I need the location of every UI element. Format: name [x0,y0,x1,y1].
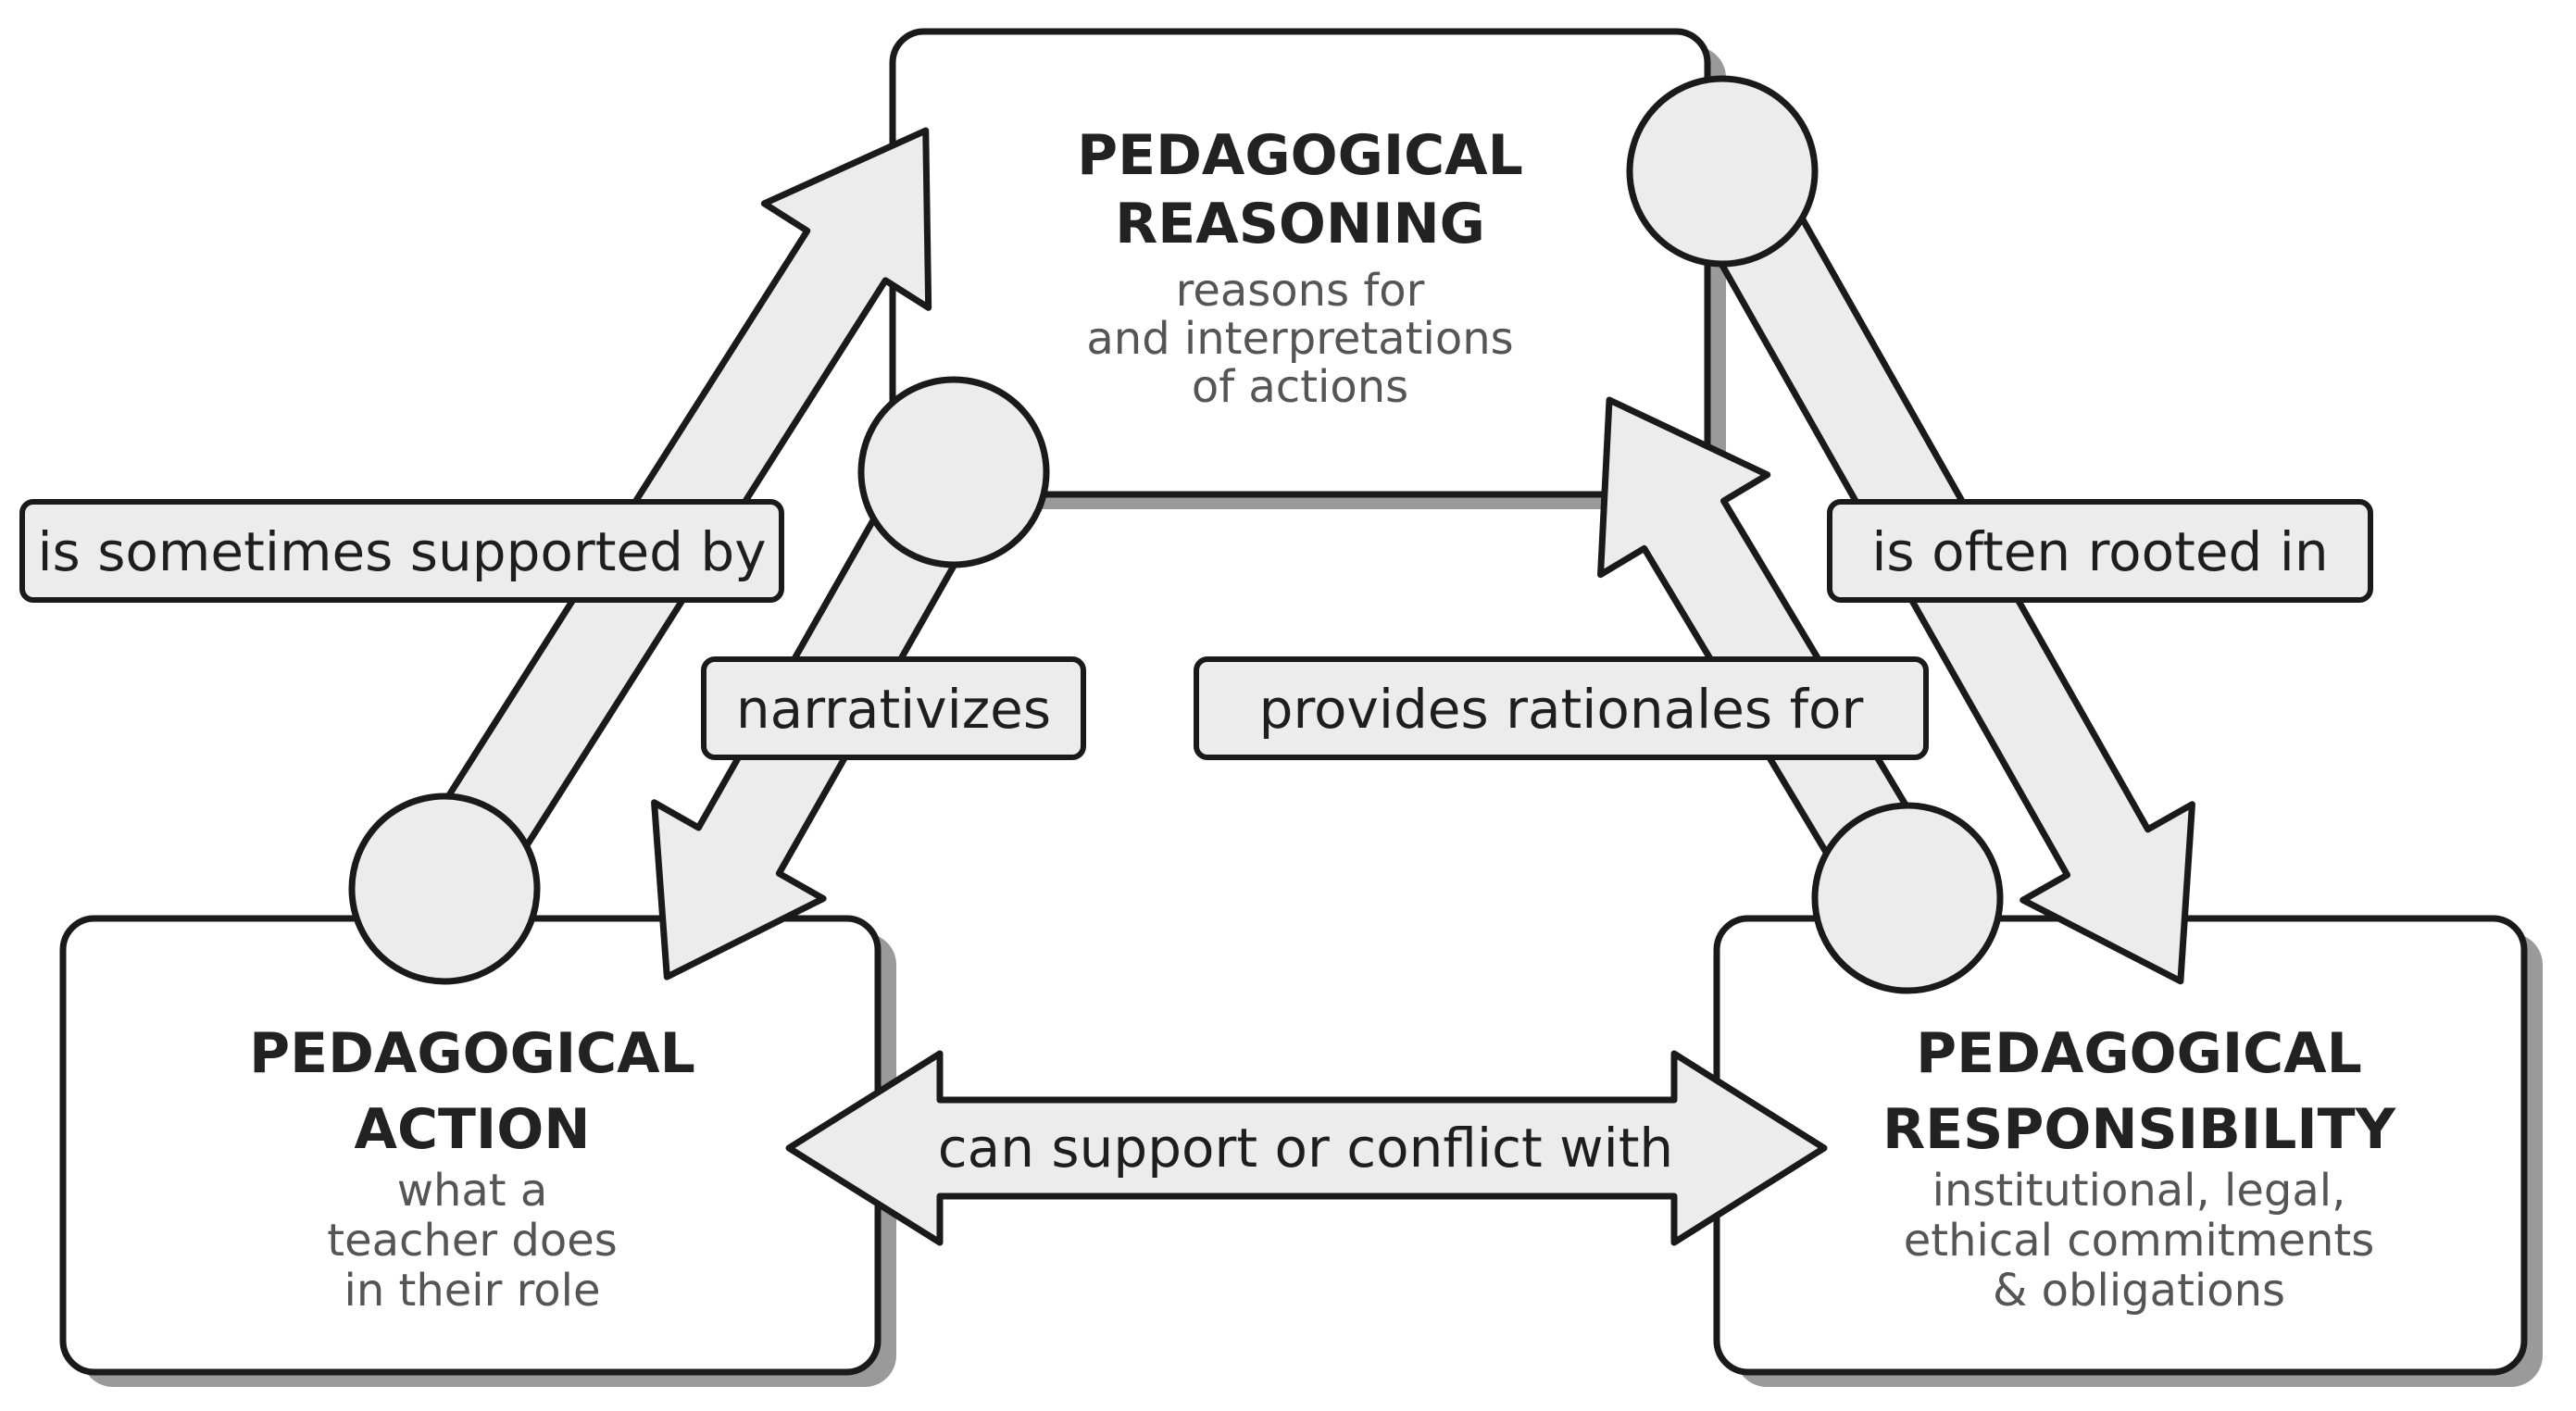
responsibility-title-line2: RESPONSIBILITY [1882,1097,2397,1162]
label-box-provides-rationales-for: provides rationales for [1194,656,1929,760]
label-is-sometimes-supported-by: is sometimes supported by [37,520,766,583]
reasoning-desc-line3: of actions [1192,361,1408,413]
responsibility-desc-line2: ethical commitments [1904,1215,2374,1267]
label-is-often-rooted-in: is often rooted in [1871,520,2328,583]
action-box [59,915,896,1387]
label-can-support-or-conflict-with: can support or conflict with [938,1117,1673,1180]
label-box-narrativizes: narrativizes [701,656,1086,760]
reasoning-text: PEDAGOGICAL REASONING reasons for and in… [1077,123,1523,413]
action-title-line1: PEDAGOGICAL [249,1021,695,1086]
action-title-line2: ACTION [355,1097,591,1162]
responsibility-box [1713,915,2543,1387]
reasoning-desc-line2: and interpretations [1086,313,1513,365]
responsibility-desc-line3: & obligations [1993,1265,2285,1317]
action-desc-line3: in their role [344,1265,600,1317]
responsibility-text: PEDAGOGICAL RESPONSIBILITY institutional… [1882,1021,2397,1317]
reasoning-box [889,28,1726,509]
action-desc-line2: teacher does [327,1215,617,1267]
label-box-is-often-rooted-in: is often rooted in [1827,499,2373,603]
label-narrativizes: narrativizes [736,678,1051,741]
responsibility-title-line1: PEDAGOGICAL [1916,1021,2362,1086]
reasoning-desc-line1: reasons for [1176,265,1425,317]
reasoning-title-line1: PEDAGOGICAL [1077,123,1523,188]
arrow-action-responsibility: can support or conflict with [785,1050,1828,1246]
action-desc-line1: what a [397,1165,548,1217]
label-provides-rationales-for: provides rationales for [1259,678,1864,741]
reasoning-title-line2: REASONING [1115,192,1485,256]
action-text: PEDAGOGICAL ACTION what a teacher does i… [249,1021,695,1317]
label-box-is-sometimes-supported-by: is sometimes supported by [19,499,784,603]
responsibility-desc-line1: institutional, legal, [1932,1165,2346,1217]
